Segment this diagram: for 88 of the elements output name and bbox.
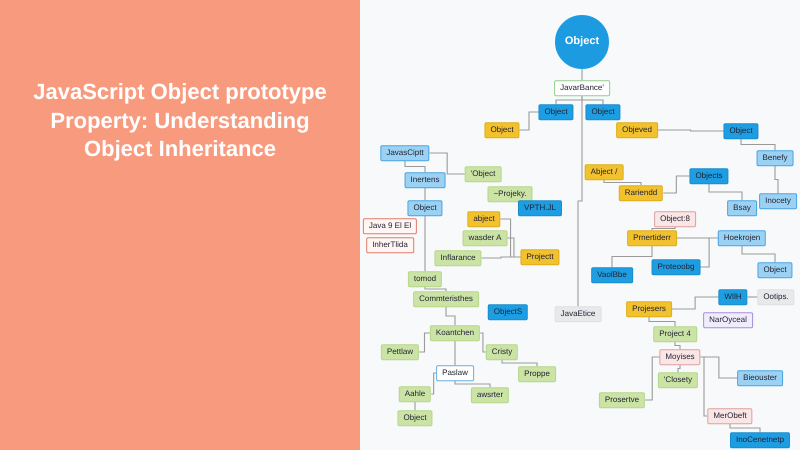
title: JavaScript Object prototype Property: Understanding Object Inheritance xyxy=(32,78,328,164)
tree-node-box: tomod xyxy=(408,271,442,287)
tree-node-box: Bieouster xyxy=(737,370,783,386)
connector-line xyxy=(431,372,436,395)
connector-line xyxy=(603,180,642,186)
tree-node-box: Object xyxy=(538,104,574,120)
tree-node-box: JavaEtice xyxy=(554,306,602,322)
connector-line xyxy=(577,96,583,306)
tree-node-box: Projesers xyxy=(626,301,672,317)
connector-line xyxy=(748,296,758,298)
tree-node-box: Object xyxy=(407,200,443,216)
tree-node-box: Object xyxy=(723,123,759,139)
connector-line xyxy=(651,226,676,230)
tree-node-box: Ootips. xyxy=(757,289,795,305)
tree-node-box: Object xyxy=(585,104,621,120)
connector-line xyxy=(700,237,718,268)
tree-node-box: Prnertiderr xyxy=(627,230,677,246)
tree-node-box: Object xyxy=(757,262,793,278)
tree-node-box: Prosertve xyxy=(598,392,646,408)
tree-node-box: NarOyceal xyxy=(703,312,753,328)
connector-line xyxy=(454,380,491,388)
tree-node-box: Paslaw xyxy=(436,365,474,381)
tree-node-box: ObjectS xyxy=(488,304,528,320)
connector-line xyxy=(700,356,708,417)
tree-node-box: Project 4 xyxy=(653,326,697,342)
tree-node-box: Object xyxy=(484,122,520,138)
tree-node-box: VaolBbe xyxy=(591,267,633,283)
connector-line xyxy=(419,332,430,353)
tree-node-box: Commteristhes xyxy=(413,291,479,307)
tree-node-box: Rariendd xyxy=(618,185,664,201)
connector-line xyxy=(611,246,653,268)
tree-node-box: MerObeft xyxy=(707,408,753,424)
tree-node-box: JavasCiptt xyxy=(380,145,430,161)
connector-line xyxy=(501,360,538,366)
tree-node-box: Java 9 El El xyxy=(362,218,418,234)
tree-node-box: abject xyxy=(467,211,501,227)
tree-node-box: Moyises xyxy=(659,349,701,365)
tree-node-box: awsrter xyxy=(470,387,510,403)
connector-line xyxy=(424,188,426,200)
tree-node-box: Koantchen xyxy=(430,325,480,341)
tree-node-box: Pettlaw xyxy=(380,344,420,360)
tree-node-box: Inertens xyxy=(404,172,446,188)
connector-line xyxy=(445,306,456,326)
connector-line xyxy=(480,332,486,353)
tree-node-box: Proteoobg xyxy=(652,259,700,275)
connector-line xyxy=(520,111,538,131)
connector-line xyxy=(740,138,776,150)
connector-line xyxy=(581,69,583,80)
tree-node-box: Bsay xyxy=(727,200,757,216)
tree-node-box: wasder A xyxy=(462,230,508,246)
tree-node-box: Objeved xyxy=(616,122,658,138)
tree-node-box: InoCenetnetp xyxy=(730,432,790,448)
tree-node-box: ~Projeky. xyxy=(488,186,532,202)
tree-node-box: Aahle xyxy=(398,386,432,402)
connector-line xyxy=(674,342,681,350)
tree-node-box: 'Object xyxy=(464,166,502,182)
tree-node-box: Abject / xyxy=(584,164,624,180)
tree-node-box: Object:8 xyxy=(654,211,696,227)
connector-line xyxy=(672,296,718,310)
connector-line xyxy=(729,424,761,432)
connector-line xyxy=(648,316,676,326)
connector-line xyxy=(482,256,520,259)
tree-node-box: Objects xyxy=(689,168,729,184)
tree-node-box: WIlH xyxy=(718,289,748,305)
tree-node-box: Inocety xyxy=(759,193,797,209)
tree-node-box: InherTlida xyxy=(366,237,414,253)
tree-node-box: Projectt xyxy=(520,249,560,265)
tree-node-box: Benefy xyxy=(756,150,794,166)
connector-line xyxy=(708,184,743,200)
connector-line xyxy=(424,216,426,272)
tree-node-box: Inflarance xyxy=(434,250,482,266)
tree-node-box: 'Closety xyxy=(658,372,698,388)
connector-line xyxy=(404,160,426,172)
tree-node-box: VPTH.JL xyxy=(518,200,562,216)
connector-line xyxy=(741,246,776,262)
connector-line xyxy=(677,364,681,372)
connector-line xyxy=(774,166,779,194)
connector-line xyxy=(424,286,447,292)
connector-line xyxy=(454,340,456,366)
connector-line xyxy=(645,356,660,401)
tree-node-box: Proppe xyxy=(518,366,556,382)
tree-node-box: JavarBance' xyxy=(554,80,610,96)
tree-node-box: Object xyxy=(397,410,433,426)
connector-line xyxy=(663,175,690,194)
connector-line xyxy=(430,152,465,175)
tree-node-box: Cristy xyxy=(486,344,518,360)
connector-line xyxy=(658,129,724,132)
tree-node-box: Hoekrojen xyxy=(718,230,766,246)
